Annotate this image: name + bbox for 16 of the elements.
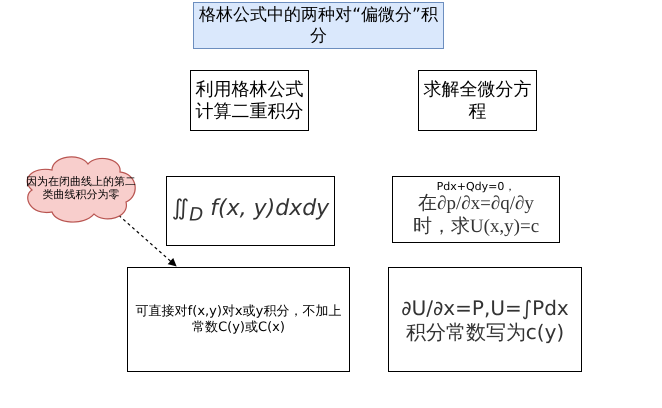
label-text: 在∂p/∂x=∂q/∂y时，求U(x,y)=c — [412, 193, 540, 239]
process-box — [190, 70, 309, 131]
process-box — [392, 176, 560, 243]
process-box — [127, 267, 350, 372]
dashed-arrow — [118, 214, 177, 267]
label-text: Pdx+Qdy=0， — [436, 180, 516, 194]
process-box — [418, 70, 537, 131]
process-box — [166, 176, 335, 246]
callout-text: 因为在闭曲线上的第二类曲线积分为零 — [25, 174, 137, 202]
label-text: 可直接对f(x,y)对x或y积分，不加上常数C(y)或C(x) — [134, 304, 342, 336]
label-text: 求解全微分方程 — [422, 78, 532, 122]
label-text: 利用格林公式计算二重积分 — [194, 78, 304, 122]
label-text: ∂U/∂x=P,U=∫Pdx积分常数写为c(y) — [400, 296, 570, 344]
title-text: 格林公式中的两种对“偏微分”积分 — [198, 5, 439, 46]
process-box — [388, 267, 582, 372]
formula-text: ∬$_{D}$ f(x, y)dxdy — [172, 196, 330, 226]
